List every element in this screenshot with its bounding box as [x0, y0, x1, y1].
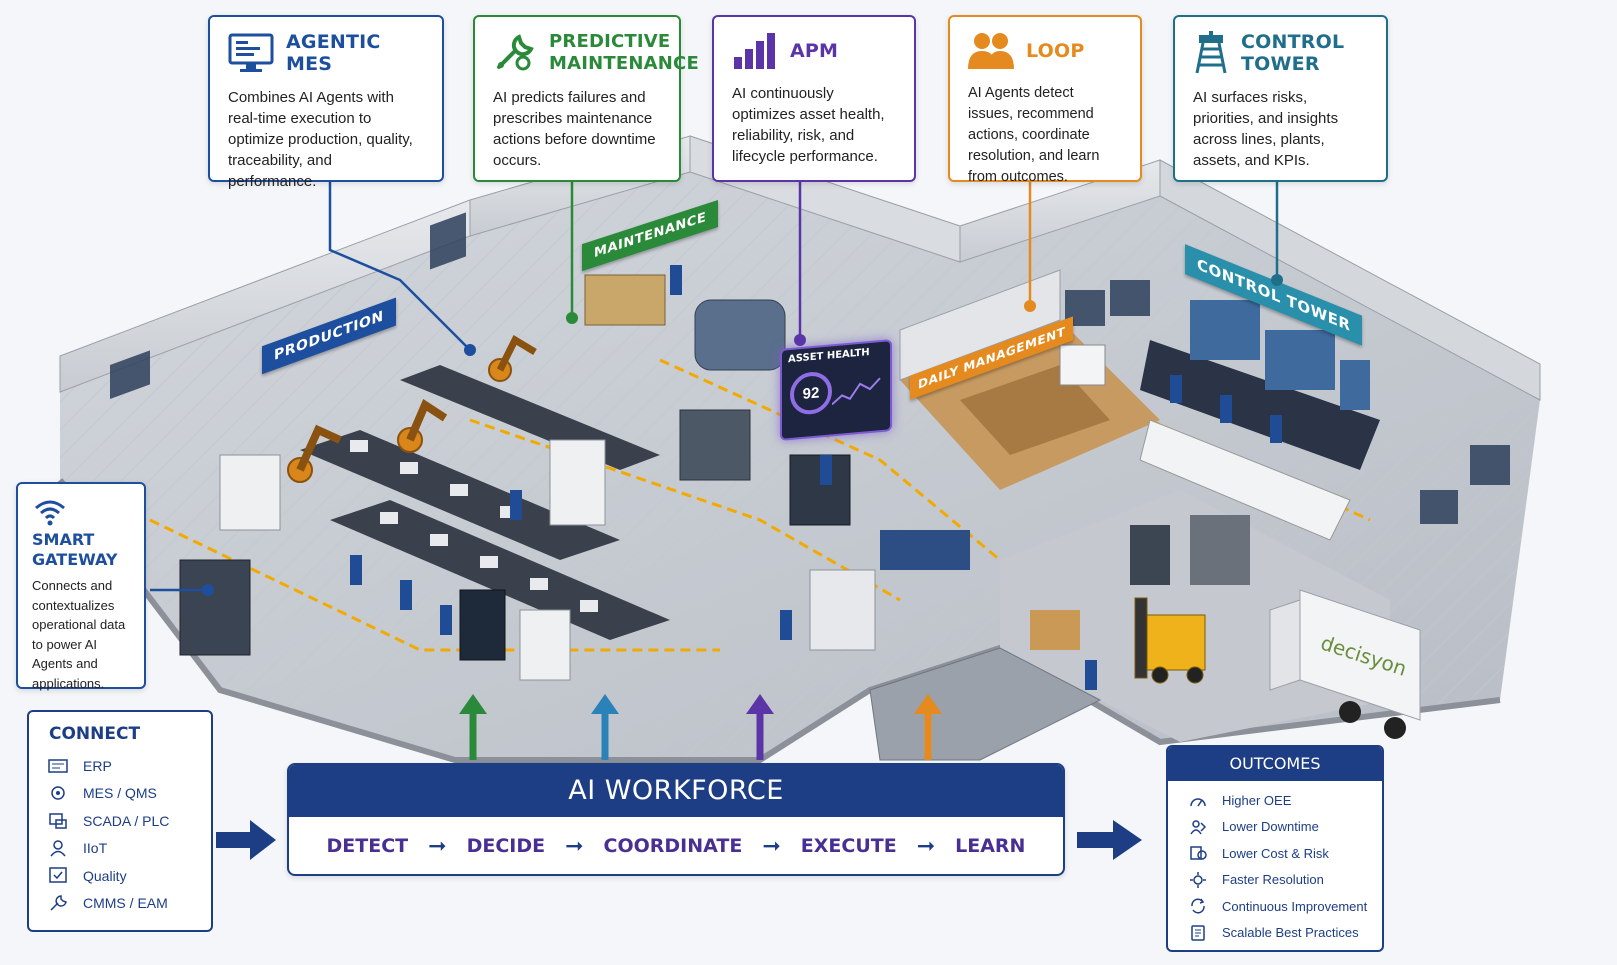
- connect-item-label: CMMS / EAM: [83, 895, 168, 912]
- mes-icon: [47, 783, 69, 803]
- machines: [179, 299, 970, 681]
- outcome-item: Lower Downtime: [1168, 814, 1382, 841]
- cycle-icon: [1188, 897, 1208, 915]
- robot-arms: [287, 335, 537, 483]
- connect-item-erp: ERP: [29, 752, 211, 780]
- quality-icon: [47, 866, 69, 886]
- apm-description: AI continuously optimizes asset health, …: [732, 85, 885, 165]
- cmms-icon: [47, 893, 69, 913]
- loop-description: AI Agents detect issues, recommend actio…: [968, 85, 1100, 185]
- connect-title: CONNECT: [49, 724, 141, 744]
- ai-workforce-title: AI WORKFORCE: [289, 765, 1063, 817]
- apm-callout: APM AI continuously optimizes asset heal…: [712, 15, 916, 182]
- predictive-maintenance-title: PREDICTIVE MAINTENANCE: [549, 31, 699, 74]
- outcome-label: Scalable Best Practices: [1222, 925, 1359, 941]
- outcome-label: Lower Downtime: [1222, 819, 1319, 835]
- agentic-mes-callout: AGENTIC MES Combines AI Agents with real…: [208, 15, 444, 190]
- wifi-icon: [35, 500, 65, 526]
- workers: [350, 265, 1282, 690]
- wrench-gear-icon: [497, 34, 534, 71]
- agentic-mes-title: AGENTIC MES: [286, 31, 381, 75]
- smart-gateway-title: SMART GATEWAY: [32, 530, 118, 569]
- connect-item-mes-qms: MES / QMS: [29, 780, 211, 808]
- arrow-right-icon: ➞: [762, 833, 781, 859]
- iiot-icon: [47, 838, 69, 858]
- connect-item-label: MES / QMS: [83, 785, 157, 802]
- outcome-item: Higher OEE: [1168, 787, 1382, 814]
- step-detect: DETECT: [326, 835, 409, 857]
- outcome-label: Faster Resolution: [1222, 872, 1324, 888]
- smart-gateway-description: Connects and contextualizes operational …: [32, 578, 126, 691]
- cost-icon: [1188, 844, 1208, 862]
- connect-item-quality: Quality: [29, 862, 211, 890]
- loop-callout: LOOP AI Agents detect issues, recommend …: [948, 15, 1142, 185]
- control-tower-callout: CONTROL TOWER AI surfaces risks, priorit…: [1173, 15, 1388, 182]
- arrow-right-icon: ➞: [428, 833, 447, 859]
- trend-line-icon: [832, 377, 881, 406]
- delivery-truck: decisyon: [1269, 589, 1421, 739]
- outcome-item: Lower Cost & Risk: [1168, 840, 1382, 867]
- gauge-icon: [1188, 791, 1208, 809]
- control-tower-title: CONTROL TOWER: [1241, 31, 1345, 75]
- ai-workforce-panel: AI WORKFORCE DETECT ➞ DECIDE ➞ COORDINAT…: [287, 763, 1065, 876]
- outcome-item: Continuous Improvement: [1168, 893, 1382, 920]
- connect-item-scada-plc: SCADA / PLC: [29, 807, 211, 835]
- scada-icon: [47, 811, 69, 831]
- people-icon: [968, 33, 1014, 69]
- step-learn: LEARN: [955, 835, 1026, 857]
- agentic-mes-description: Combines AI Agents with real-time execut…: [228, 89, 413, 190]
- workforce-steps: DETECT ➞ DECIDE ➞ COORDINATE ➞ EXECUTE ➞…: [289, 817, 1063, 874]
- predictive-maintenance-callout: PREDICTIVE MAINTENANCE AI predicts failu…: [473, 15, 699, 182]
- erp-icon: [47, 756, 69, 776]
- gateway-server: [179, 559, 251, 656]
- predictive-maintenance-description: AI predicts failures and prescribes main…: [493, 89, 656, 169]
- outcome-label: Higher OEE: [1222, 792, 1292, 808]
- arrow-right-icon: ➞: [565, 833, 584, 859]
- motor-unit: [694, 299, 786, 371]
- outcome-item: Faster Resolution: [1168, 867, 1382, 894]
- outcomes-panel: OUTCOMES Higher OEE Lower Downtime Lower…: [1166, 745, 1384, 952]
- asset-health-panel: ASSET HEALTH 92: [780, 339, 892, 441]
- outcome-label: Continuous Improvement: [1222, 898, 1368, 914]
- control-tower-room: [1139, 300, 1380, 541]
- connect-item-iiot: IIoT: [29, 835, 211, 863]
- practices-icon: [1188, 924, 1208, 942]
- connect-item-label: IIoT: [83, 840, 108, 857]
- connect-panel: CONNECT ERP MES / QMS SCADA / PLC IIoT Q…: [27, 710, 213, 932]
- maintenance-workbench: [584, 274, 666, 326]
- outcomes-title: OUTCOMES: [1168, 747, 1382, 781]
- outcome-item: Scalable Best Practices: [1168, 920, 1382, 947]
- smart-gateway-callout: SMART GATEWAY Connects and contextualize…: [16, 482, 146, 691]
- step-coordinate: COORDINATE: [603, 835, 743, 857]
- arrow-right-icon: ➞: [916, 833, 936, 859]
- connect-item-label: ERP: [83, 757, 112, 774]
- forklift: [1134, 597, 1206, 684]
- connect-item-label: SCADA / PLC: [83, 812, 170, 829]
- bar-chart-icon: [734, 33, 775, 69]
- outcome-label: Lower Cost & Risk: [1222, 845, 1329, 861]
- speed-icon: [1188, 871, 1208, 889]
- monitor-icon: [228, 33, 274, 72]
- connect-item-label: Quality: [83, 867, 127, 884]
- downtime-icon: [1188, 818, 1208, 836]
- apm-title: APM: [790, 40, 839, 62]
- step-execute: EXECUTE: [800, 835, 897, 857]
- loop-title: LOOP: [1026, 40, 1085, 62]
- tower-icon: [1195, 31, 1227, 74]
- control-tower-description: AI surfaces risks, priorities, and insig…: [1193, 89, 1339, 169]
- connect-item-cmms-eam: CMMS / EAM: [29, 890, 211, 918]
- step-decide: DECIDE: [466, 835, 546, 857]
